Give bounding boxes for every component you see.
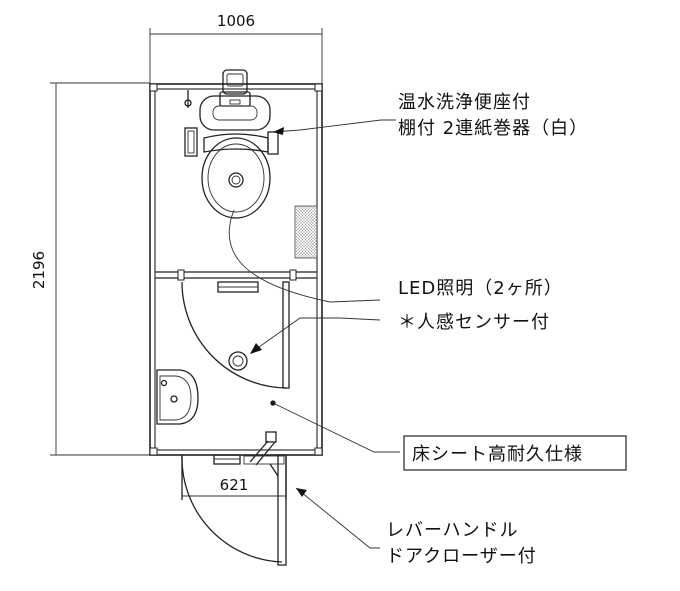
paper-holder-label: 棚付 2連紙巻器（白） — [398, 118, 588, 139]
height-dimension-label: 2196 — [30, 251, 48, 289]
floor-label: 床シート高耐久仕様 — [412, 444, 583, 465]
partition-wall — [155, 269, 317, 281]
hand-wash-basin — [156, 369, 199, 425]
width-dimension-label: 1006 — [217, 12, 255, 30]
lever-handle — [243, 431, 285, 477]
entrance-door — [181, 431, 287, 566]
toilet — [199, 69, 271, 219]
lever-label: レバーハンドル — [386, 520, 519, 541]
floor-sheet-sample — [294, 205, 318, 259]
height-dimension: 2196 — [30, 82, 150, 456]
seat-label: 温水洗浄便座付 — [398, 92, 531, 113]
closer-label: ドアクローザー付 — [386, 546, 537, 567]
width-dimension: 1006 — [149, 12, 323, 84]
sensor-label: ＊人感センサー付 — [398, 312, 550, 333]
door-dimension-label: 621 — [220, 476, 249, 494]
inner-door — [181, 281, 290, 389]
wall-fixture — [184, 90, 192, 108]
led-label: LED照明（2ヶ所） — [398, 278, 563, 299]
floor-callout-box: 床シート高耐久仕様 — [403, 435, 627, 471]
led-light-fixture — [217, 281, 259, 293]
motion-sensor — [228, 351, 248, 371]
leader-lines — [228, 119, 400, 549]
door-dimension: 621 — [182, 476, 286, 497]
